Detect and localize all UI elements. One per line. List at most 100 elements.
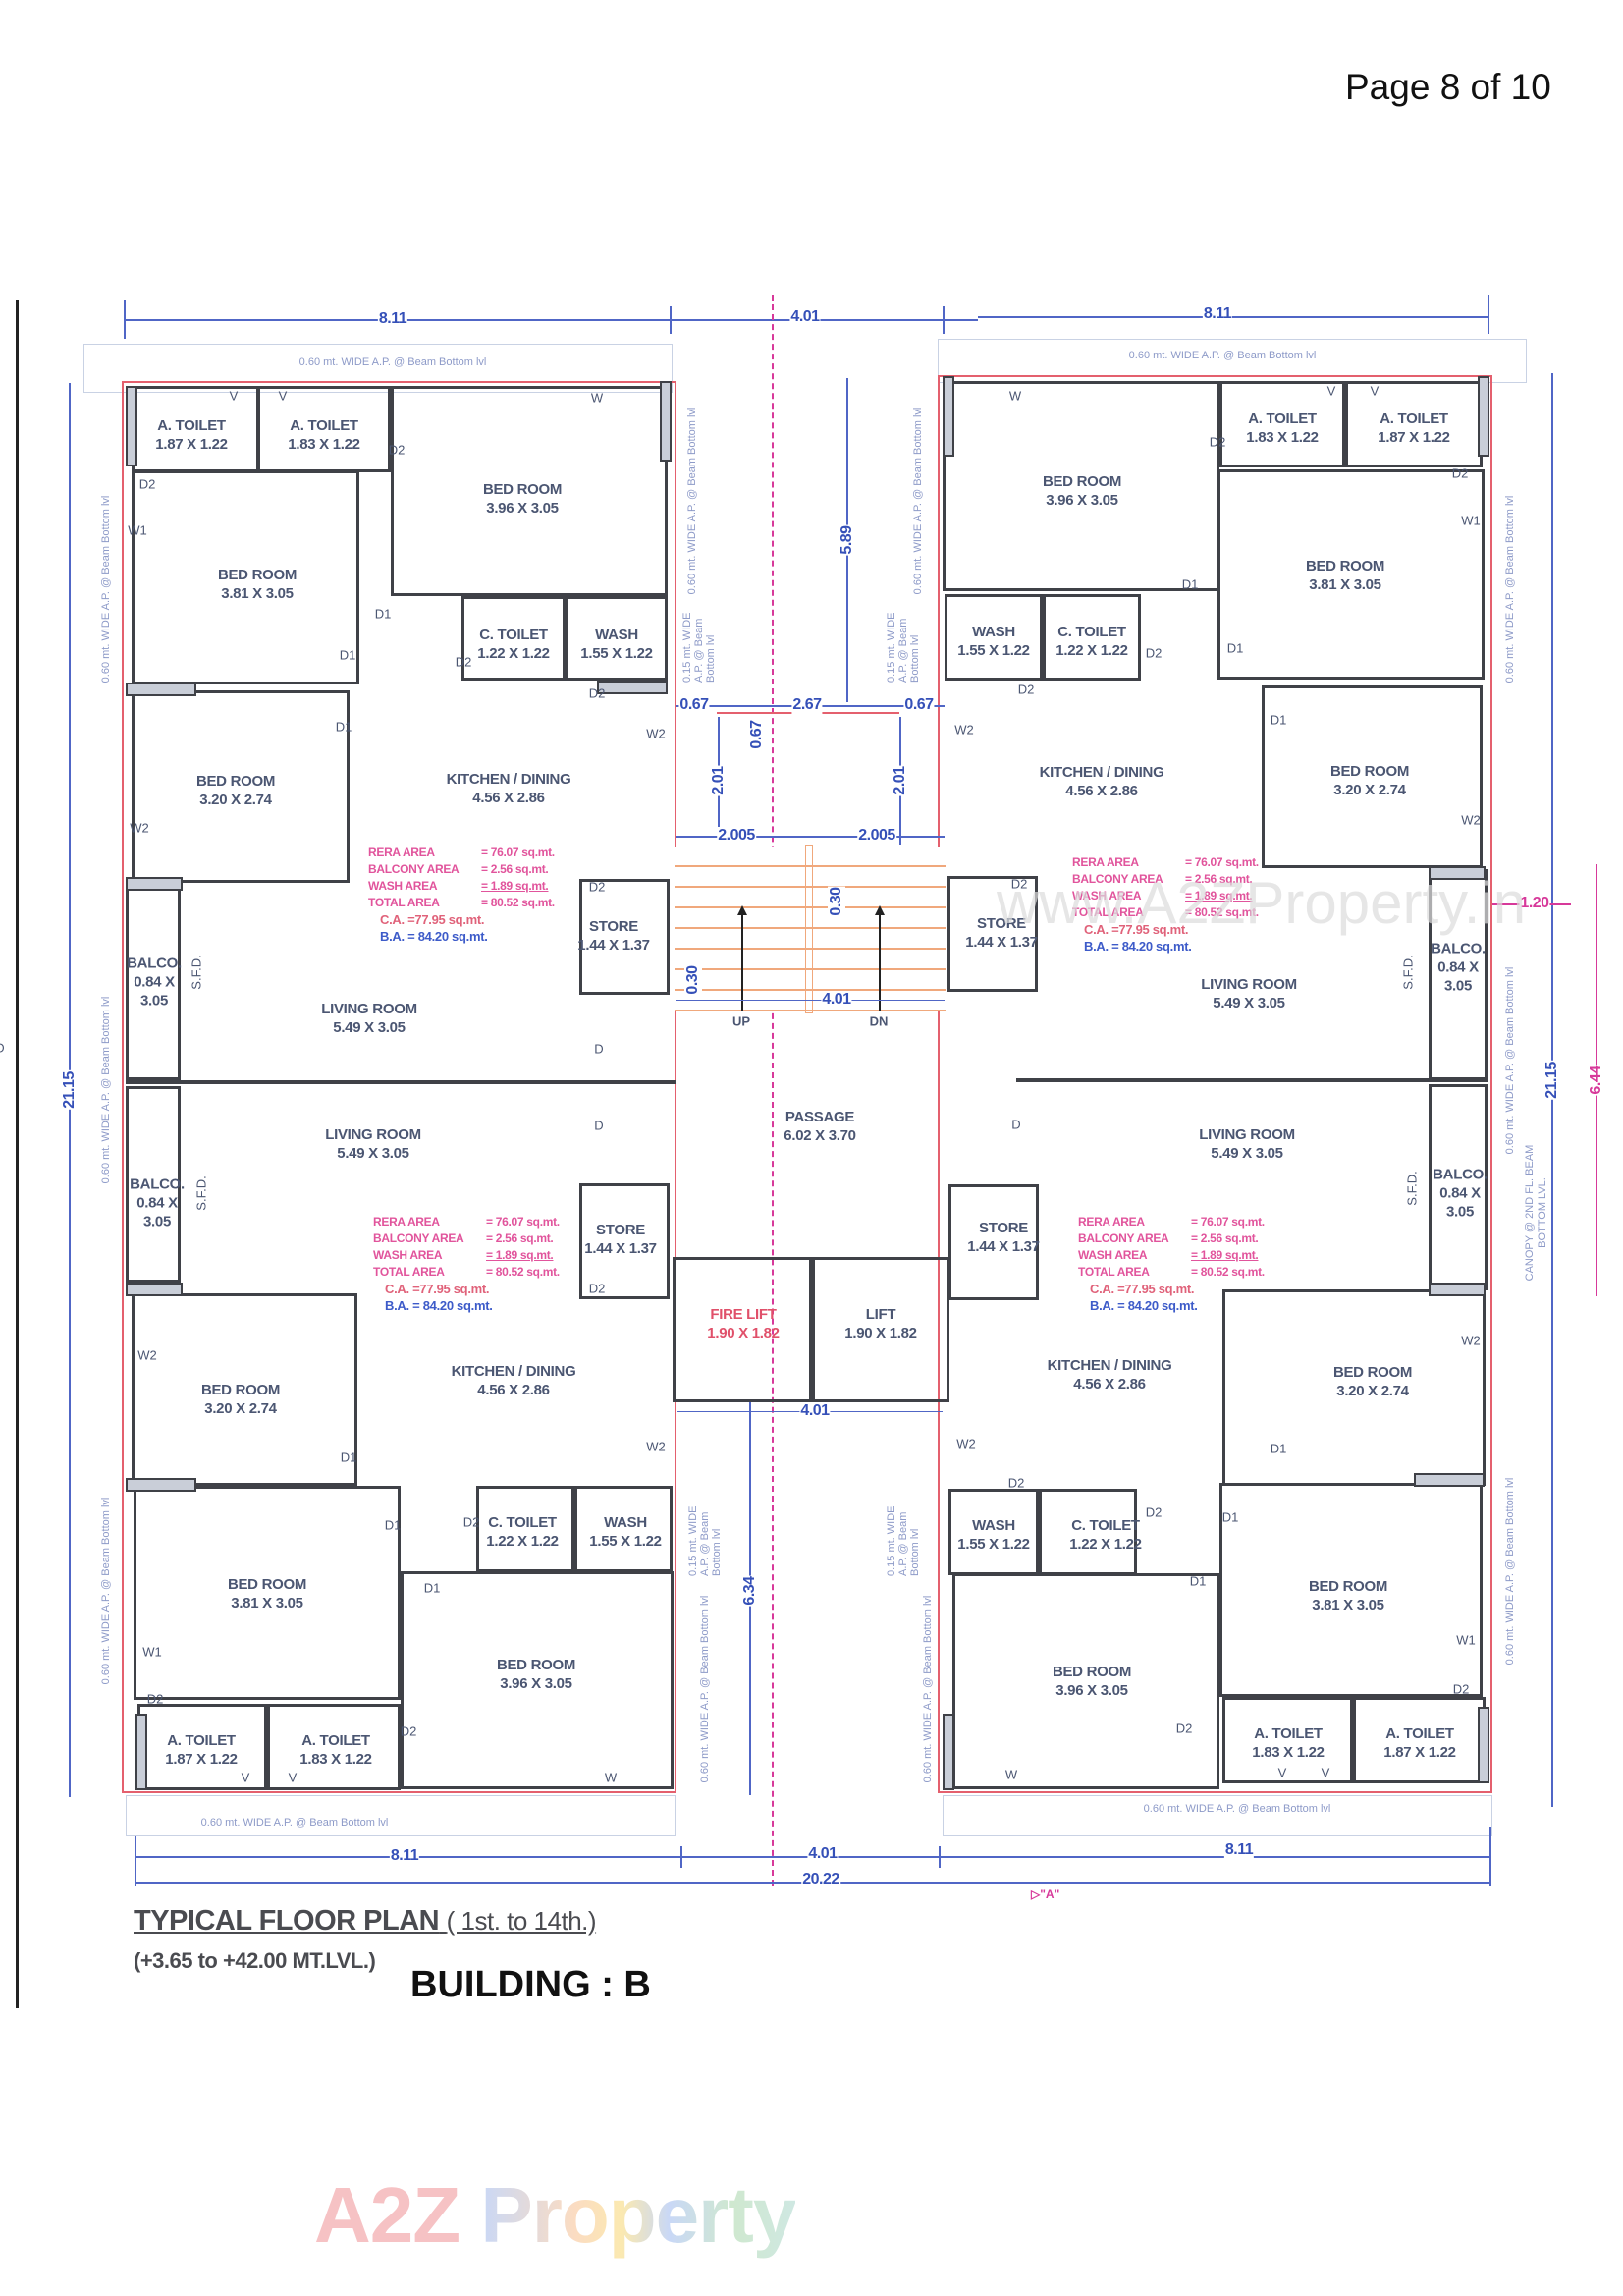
staircase — [675, 847, 946, 1011]
door-tag: D1 — [1189, 1573, 1207, 1589]
ap-note-right-mid: 0.60 mt. WIDE A.P. @ Beam Bottom lvl — [1504, 966, 1516, 1155]
ap-note-recess-left: 0.60 mt. WIDE A.P. @ Beam Bottom lvl — [686, 407, 698, 595]
plan-level-range: (+3.65 to +42.00 MT.LVL.) — [134, 1948, 376, 1973]
dim-tick — [939, 1846, 941, 1868]
fire-lift-shaft — [673, 1257, 812, 1402]
column — [135, 1714, 147, 1790]
room-store — [579, 1183, 670, 1299]
window-tag: W2 — [646, 1439, 666, 1454]
watermark-website: www.A2ZProperty.in — [997, 870, 1527, 936]
room-wash — [566, 596, 668, 681]
dim-bottom-center-width: 4.01 — [807, 1845, 839, 1863]
dim-stair-left: 2.01 — [710, 765, 728, 796]
dim-bottom-left-width: 8.11 — [389, 1847, 420, 1865]
door-tag: D2 — [138, 476, 156, 492]
door-tag: D1 — [335, 719, 352, 735]
room-bedroom-master — [952, 1573, 1219, 1789]
dim-stair-tread: 0.30 — [684, 964, 702, 996]
door-tag: D2 — [1175, 1721, 1193, 1736]
dim-stair-top-center: 2.67 — [791, 696, 823, 714]
dim-line-top-right — [978, 316, 1488, 318]
stair-down-label: DN — [869, 1013, 889, 1029]
door-tag: D2 — [455, 654, 472, 670]
room-bedroom — [132, 470, 359, 684]
dim-canopy-projection: 1.20 — [1519, 895, 1550, 912]
window-tag: W2 — [954, 722, 974, 738]
room-c-toilet — [461, 596, 566, 681]
ap-zone-bottom-right — [943, 1795, 1492, 1836]
frame-border — [16, 300, 19, 2008]
door-tag: D2 — [588, 879, 606, 895]
column — [597, 681, 668, 694]
dim-stair-flight-right: 2.005 — [857, 827, 896, 845]
stair-up-arrow-icon — [737, 905, 747, 1011]
dim-tick — [943, 306, 945, 334]
ap-note-right-bottom: 0.60 mt. WIDE A.P. @ Beam Bottom lvl — [1504, 1477, 1516, 1666]
dim-stair-top-left: 0.67 — [678, 696, 710, 714]
lift-shaft — [812, 1257, 949, 1402]
plan-title-floors: ( 1st. to 14th.) — [446, 1906, 597, 1936]
sfd-label: S.F.D. — [193, 1175, 209, 1211]
room-store — [947, 876, 1038, 992]
window-tag: W2 — [130, 820, 149, 836]
room-store — [579, 879, 670, 995]
dim-stair-right: 2.01 — [892, 765, 909, 796]
window-tag: W2 — [137, 1347, 157, 1363]
dim-bottom-right-width: 8.11 — [1223, 1841, 1255, 1859]
room-a-toilet — [267, 1704, 401, 1790]
dim-tick — [1489, 1827, 1491, 1886]
section-center-line — [772, 295, 774, 1886]
column — [1478, 1707, 1489, 1783]
dim-tick — [1488, 295, 1489, 334]
room-bedroom — [1217, 469, 1485, 680]
section-marker-a: ▷"A" — [1031, 1887, 1060, 1901]
door-tag: D2 — [1010, 876, 1028, 892]
ap-note-top-left: 0.60 mt. WIDE A.P. @ Beam Bottom lvl — [298, 356, 487, 368]
room-a-toilet — [1222, 1697, 1353, 1783]
room-wash — [574, 1486, 673, 1572]
wall-party — [1016, 1078, 1488, 1082]
vent-tag: V — [1370, 383, 1380, 399]
window-tag: W — [604, 1770, 618, 1785]
door-tag: D1 — [384, 1517, 402, 1533]
vent-tag: V — [1277, 1765, 1287, 1780]
ap-zone-bottom-left — [126, 1795, 676, 1836]
ap-note-recess-right-bottom: 0.60 mt. WIDE A.P. @ Beam Bottom lvl — [922, 1595, 934, 1783]
dim-tick — [135, 1836, 136, 1886]
door-tag: D2 — [588, 685, 606, 701]
dim-overall-width: 20.22 — [801, 1871, 840, 1888]
door-tag: D2 — [388, 442, 406, 458]
window-tag: W2 — [1461, 1333, 1481, 1348]
ap-note-recess-left-bottom: 0.60 mt. WIDE A.P. @ Beam Bottom lvl — [699, 1595, 711, 1783]
plan-title: TYPICAL FLOOR PLAN ( 1st. to 14th.) — [134, 1905, 597, 1938]
door-tag: D2 — [1451, 465, 1469, 481]
column — [660, 381, 672, 462]
dim-top-left-width: 8.11 — [377, 310, 408, 328]
room-c-toilet — [476, 1486, 574, 1572]
column — [126, 386, 137, 466]
door-tag: D1 — [374, 606, 392, 622]
room-wash — [945, 594, 1043, 681]
